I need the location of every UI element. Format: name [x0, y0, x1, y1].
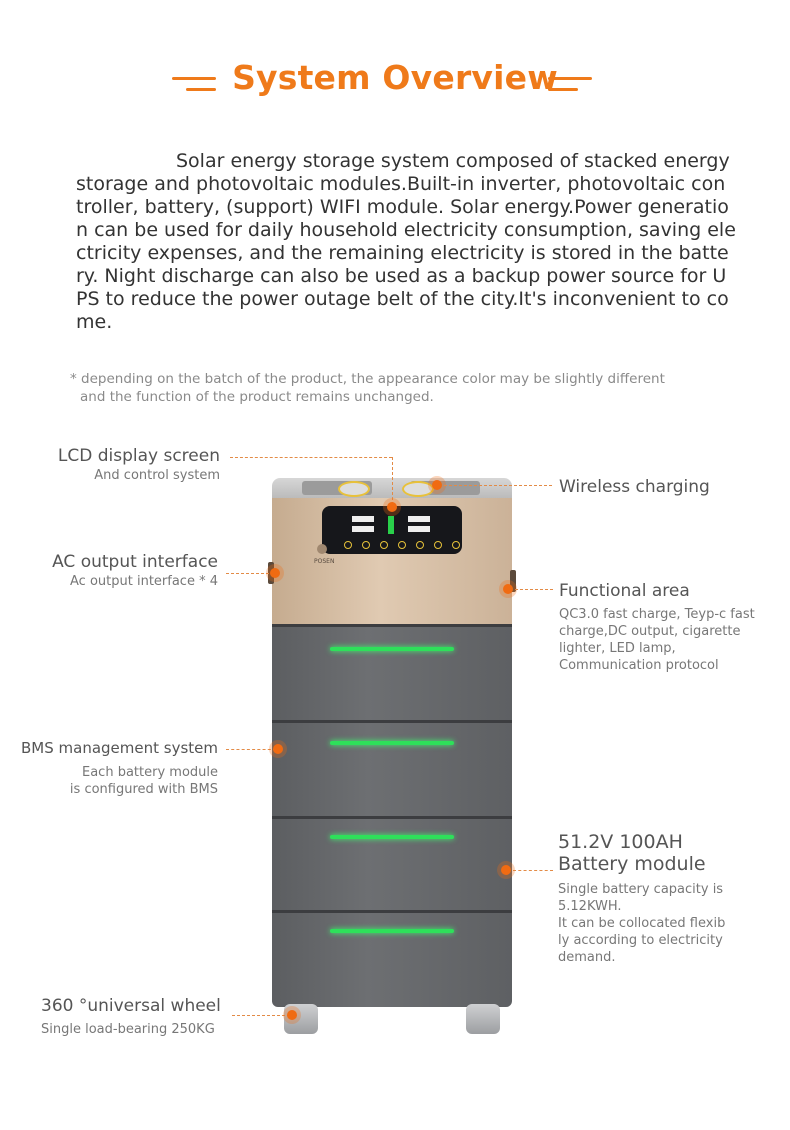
lcd-btn-icon — [398, 541, 406, 549]
title-deco-right-top — [548, 77, 592, 80]
power-button-icon — [317, 544, 327, 554]
label-bms: BMS management system Each battery modul… — [10, 738, 218, 798]
title-deco-left-bottom — [186, 88, 216, 91]
label-wireless: Wireless charging — [559, 477, 759, 498]
lcd-btn-icon — [380, 541, 388, 549]
leader-battery — [513, 870, 553, 871]
lcd-btn-icon — [452, 541, 460, 549]
label-battery: 51.2V 100AH Battery module Single batter… — [558, 831, 778, 966]
page-title: System Overview — [232, 58, 558, 97]
label-lcd: LCD display screen And control system — [20, 446, 220, 484]
label-wheel: 360 °universal wheel Single load-bearing… — [41, 996, 261, 1038]
label-battery-title-1: 51.2V 100AH — [558, 831, 683, 853]
leader-lcd-vertical — [392, 457, 393, 505]
label-battery-title-2: Battery module — [558, 853, 706, 875]
lcd-battery-gauge — [388, 516, 394, 534]
label-lcd-sub: And control system — [94, 468, 220, 483]
product-control-head: POSEN — [272, 498, 512, 626]
label-functional-sub-2: charge,DC output, cigarette — [559, 624, 741, 639]
hotspot-wheel — [287, 1010, 297, 1020]
module-led-strip — [330, 741, 454, 745]
leader-functional — [515, 589, 553, 590]
leader-wireless — [444, 485, 552, 486]
label-lcd-title: LCD display screen — [57, 446, 220, 466]
hotspot-bms — [273, 744, 283, 754]
lcd-btn-icon — [362, 541, 370, 549]
lcd-btn-icon — [344, 541, 352, 549]
wireless-charging-ring-left — [338, 481, 370, 497]
title-deco-right-bottom — [548, 88, 578, 91]
label-functional: Functional area QC3.0 fast charge, Teyp-… — [559, 581, 779, 674]
label-battery-sub-4: ly according to electricity — [558, 933, 723, 948]
module-led-strip — [330, 835, 454, 839]
label-battery-sub-3: It can be collocated flexib — [558, 916, 726, 931]
label-functional-title: Functional area — [559, 581, 690, 601]
lcd-digits-3 — [408, 516, 430, 522]
label-bms-sub1: Each battery module — [82, 765, 218, 780]
battery-module-4 — [272, 910, 512, 1007]
label-wheel-title: 360 °universal wheel — [41, 996, 221, 1016]
label-battery-sub-5: demand. — [558, 950, 616, 965]
hotspot-functional — [503, 584, 513, 594]
lcd-digits-1 — [352, 516, 374, 522]
title-deco-left-top — [172, 77, 216, 80]
functional-port-right — [510, 570, 516, 592]
lcd-btn-icon — [434, 541, 442, 549]
disclaimer-line-1: * depending on the batch of the product,… — [70, 371, 665, 387]
lcd-buttons — [344, 541, 460, 549]
leader-ac — [226, 573, 274, 574]
label-wireless-title: Wireless charging — [559, 477, 710, 497]
label-functional-sub-3: lighter, LED lamp, — [559, 641, 676, 656]
label-battery-sub-1: Single battery capacity is — [558, 882, 724, 897]
brand-logo: POSEN — [314, 558, 335, 565]
label-bms-sub2: is configured with BMS — [69, 782, 218, 797]
disclaimer-note: * depending on the batch of the product,… — [70, 370, 710, 406]
label-functional-sub-1: QC3.0 fast charge, Teyp-c fast — [559, 607, 755, 622]
label-bms-title: BMS management system — [21, 739, 218, 757]
hotspot-battery — [501, 865, 511, 875]
label-battery-sub-2: 5.12KWH. — [558, 899, 622, 914]
wireless-charging-ring-right — [402, 481, 434, 497]
disclaimer-line-2: and the function of the product remains … — [80, 389, 434, 405]
label-ac-title: AC output interface — [52, 552, 218, 572]
leader-lcd — [230, 457, 392, 458]
label-wheel-sub: Single load-bearing 250KG — [41, 1022, 215, 1037]
hotspot-wireless — [432, 480, 442, 490]
lcd-digits-2 — [352, 526, 374, 532]
leader-wheel — [232, 1015, 290, 1016]
hotspot-ac — [270, 568, 280, 578]
lcd-btn-icon — [416, 541, 424, 549]
label-functional-sub-4: Communication protocol — [559, 658, 719, 673]
battery-module-1 — [272, 624, 512, 723]
battery-module-2 — [272, 720, 512, 819]
lcd-digits-4 — [408, 526, 430, 532]
hotspot-lcd — [387, 502, 397, 512]
label-ac-sub: Ac output interface * 4 — [70, 574, 218, 589]
leader-bms — [226, 749, 276, 750]
lcd-display-screen — [322, 506, 462, 554]
battery-module-3 — [272, 816, 512, 915]
module-led-strip — [330, 647, 454, 651]
intro-paragraph: Solar energy storage system composed of … — [76, 150, 736, 333]
module-led-strip — [330, 929, 454, 933]
universal-wheel-right — [466, 1004, 500, 1034]
label-ac: AC output interface Ac output interface … — [20, 552, 218, 590]
